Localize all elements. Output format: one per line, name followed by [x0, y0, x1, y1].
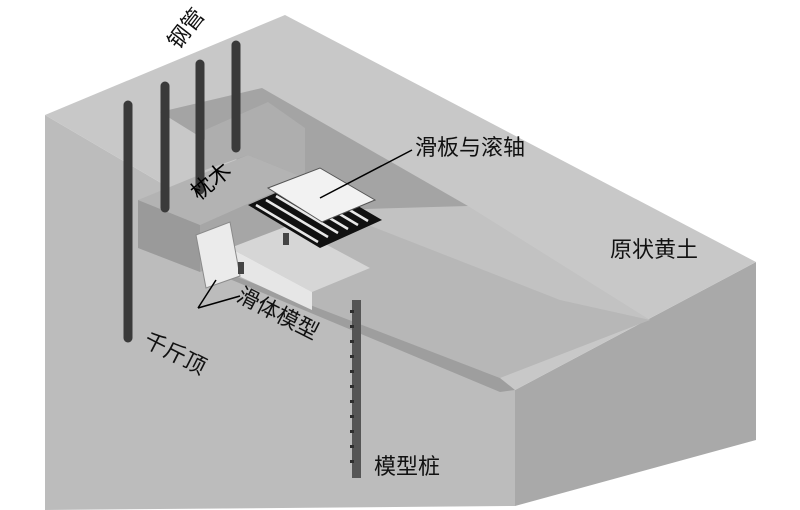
jack-piston-1: [238, 262, 244, 274]
model-pile-body: [352, 300, 361, 478]
label-loess: 原状黄土: [610, 238, 699, 263]
slide-plate: [266, 167, 377, 223]
slide-body-front: [230, 248, 312, 310]
sleeper-top: [138, 155, 305, 225]
slide-plate-with-rollers: [248, 167, 382, 248]
jack-piston-2: [283, 233, 289, 245]
jack-leader-2: [197, 295, 241, 309]
label-slide-plate: 滑板与滚轴: [415, 136, 526, 161]
ground-right-face: [515, 262, 756, 506]
slide-plate-leader: [319, 149, 413, 199]
jack-box: [195, 221, 241, 289]
jack-leader-1: [197, 279, 217, 309]
sleeper-front: [138, 200, 200, 272]
slide-body-model: [195, 221, 370, 310]
pit-floor-step: [330, 206, 650, 320]
label-model-pile: 模型桩: [374, 455, 441, 480]
model-pile: [350, 300, 361, 478]
leader-lines: [197, 149, 413, 309]
sleeper-back-part: [205, 102, 305, 178]
model-pile-notches: [350, 310, 354, 463]
steel-pipes: [123, 40, 241, 343]
slide-body-top: [230, 225, 370, 292]
pit-front-edge: [160, 250, 515, 392]
